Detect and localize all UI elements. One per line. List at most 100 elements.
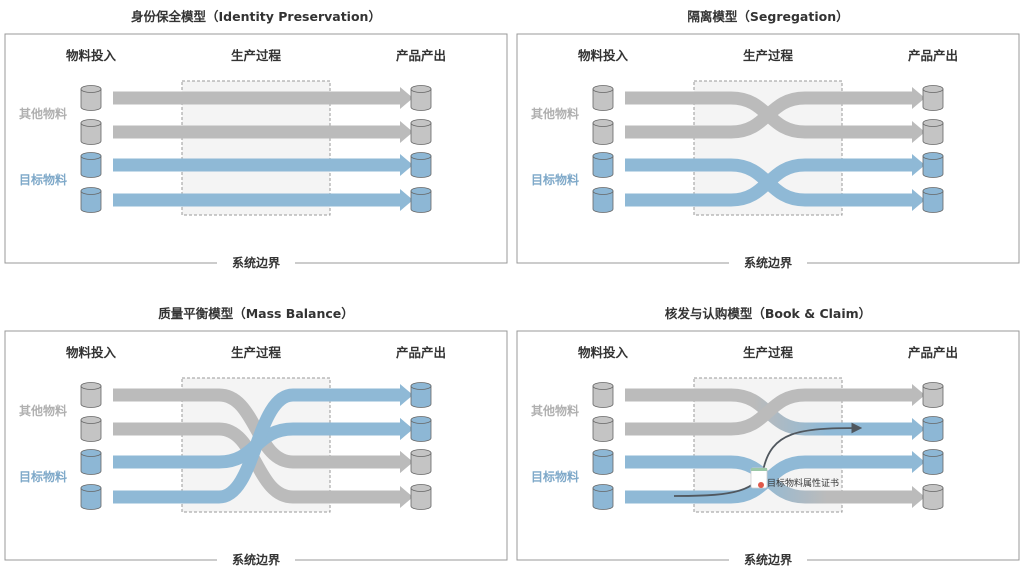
cylinder-body bbox=[922, 122, 944, 145]
output-column-header: 产品产出 bbox=[396, 345, 446, 360]
output-cylinders bbox=[922, 382, 944, 510]
output-cylinder bbox=[922, 449, 944, 475]
cylinder-top bbox=[80, 85, 102, 93]
cylinder-body bbox=[80, 487, 102, 510]
input-cylinder-target bbox=[80, 152, 102, 178]
cylinder-body bbox=[80, 190, 102, 213]
input-cylinder-other bbox=[80, 416, 102, 442]
material-flows bbox=[113, 384, 413, 508]
cylinder-top bbox=[922, 416, 944, 424]
output-column-header: 产品产出 bbox=[396, 48, 446, 63]
flow-arrowhead bbox=[400, 189, 413, 211]
input-cylinder-target bbox=[80, 484, 102, 510]
cylinder-body bbox=[592, 385, 614, 408]
panel-mass-balance: 质量平衡模型（Mass Balance） 物料投入 生产过程 产品产出 其他物料… bbox=[4, 306, 508, 569]
flow-arrowhead bbox=[912, 121, 925, 143]
cylinder-body bbox=[592, 155, 614, 178]
input-cylinder-target bbox=[592, 484, 614, 510]
input-cylinder-target bbox=[592, 187, 614, 213]
cylinder-top bbox=[410, 187, 432, 195]
cylinder-body bbox=[592, 88, 614, 111]
cylinder-top bbox=[410, 119, 432, 127]
other-material-label: 其他物料 bbox=[531, 403, 579, 418]
flow-arrowhead bbox=[400, 154, 413, 176]
cylinder-top bbox=[592, 152, 614, 160]
cylinder-top bbox=[922, 119, 944, 127]
material-flow-arrow bbox=[625, 158, 913, 207]
cylinder-top bbox=[80, 119, 102, 127]
cylinder-body bbox=[80, 88, 102, 111]
cylinder-body bbox=[922, 452, 944, 475]
cylinder-top bbox=[922, 85, 944, 93]
panel-title: 质量平衡模型（Mass Balance） bbox=[158, 306, 354, 321]
flow-arrowhead bbox=[400, 121, 413, 143]
other-material-label: 其他物料 bbox=[19, 106, 67, 121]
system-boundary-label: 系统边界 bbox=[232, 552, 280, 567]
output-cylinder bbox=[410, 416, 432, 442]
output-cylinder bbox=[922, 484, 944, 510]
cylinder-top bbox=[80, 152, 102, 160]
system-boundary-label: 系统边界 bbox=[232, 255, 280, 270]
cylinder-body bbox=[592, 452, 614, 475]
cylinder-top bbox=[922, 449, 944, 457]
process-column-header: 生产过程 bbox=[231, 345, 282, 360]
cylinder-top bbox=[410, 484, 432, 492]
target-material-label: 目标物料 bbox=[19, 172, 67, 187]
input-cylinder-other bbox=[80, 119, 102, 145]
boundary-label-bg bbox=[217, 551, 295, 569]
output-cylinder bbox=[410, 484, 432, 510]
cylinder-top bbox=[80, 449, 102, 457]
cylinder-top bbox=[80, 484, 102, 492]
target-material-label: 目标物料 bbox=[19, 469, 67, 484]
output-column-header: 产品产出 bbox=[908, 48, 958, 63]
output-column-header: 产品产出 bbox=[908, 345, 958, 360]
output-cylinder bbox=[410, 85, 432, 111]
cylinder-top bbox=[410, 382, 432, 390]
input-cylinder-target bbox=[592, 449, 614, 475]
cylinder-body bbox=[592, 487, 614, 510]
input-cylinder-other bbox=[80, 382, 102, 408]
material-flow-arrow bbox=[625, 388, 913, 436]
cylinder-top bbox=[922, 484, 944, 492]
cylinder-body bbox=[410, 122, 432, 145]
input-cylinder-other bbox=[592, 382, 614, 408]
flow-arrowhead bbox=[912, 384, 925, 406]
flow-arrowhead bbox=[912, 451, 925, 473]
output-cylinders bbox=[410, 85, 432, 213]
cylinder-top bbox=[592, 119, 614, 127]
cylinder-top bbox=[592, 449, 614, 457]
cylinder-body bbox=[410, 419, 432, 442]
cylinder-top bbox=[922, 187, 944, 195]
boundary-label-bg bbox=[729, 254, 807, 272]
cylinder-body bbox=[80, 155, 102, 178]
material-flow-arrow bbox=[625, 91, 913, 139]
flow-arrowhead bbox=[400, 384, 413, 406]
cylinder-body bbox=[922, 88, 944, 111]
cylinder-body bbox=[592, 122, 614, 145]
process-column-header: 生产过程 bbox=[743, 48, 794, 63]
cylinder-body bbox=[922, 419, 944, 442]
material-flow-arrow bbox=[625, 455, 913, 504]
material-flows bbox=[625, 87, 925, 211]
cylinder-body bbox=[410, 487, 432, 510]
flow-arrowhead bbox=[400, 87, 413, 109]
cylinder-body bbox=[410, 190, 432, 213]
panel-book-and-claim: 核发与认购模型（Book & Claim） 物料投入 生产过程 产品产出 其他物… bbox=[516, 306, 1020, 569]
output-cylinder bbox=[922, 187, 944, 213]
certificate-seal-icon bbox=[758, 482, 764, 488]
panel-title: 身份保全模型（Identity Preservation） bbox=[131, 9, 381, 24]
other-material-label: 其他物料 bbox=[531, 106, 579, 121]
cylinder-body bbox=[922, 385, 944, 408]
panel-segregation: 隔离模型（Segregation） 物料投入 生产过程 产品产出 其他物料 目标… bbox=[516, 9, 1020, 272]
system-boundary-label: 系统边界 bbox=[744, 255, 792, 270]
input-cylinder-target bbox=[80, 187, 102, 213]
certificate-label: 目标物料属性证书 bbox=[767, 477, 839, 489]
cylinder-top bbox=[410, 416, 432, 424]
input-cylinder-other bbox=[592, 119, 614, 145]
cylinder-top bbox=[80, 187, 102, 195]
cylinder-body bbox=[410, 452, 432, 475]
flow-arrowhead bbox=[912, 486, 925, 508]
output-cylinder bbox=[922, 416, 944, 442]
cylinder-body bbox=[80, 419, 102, 442]
